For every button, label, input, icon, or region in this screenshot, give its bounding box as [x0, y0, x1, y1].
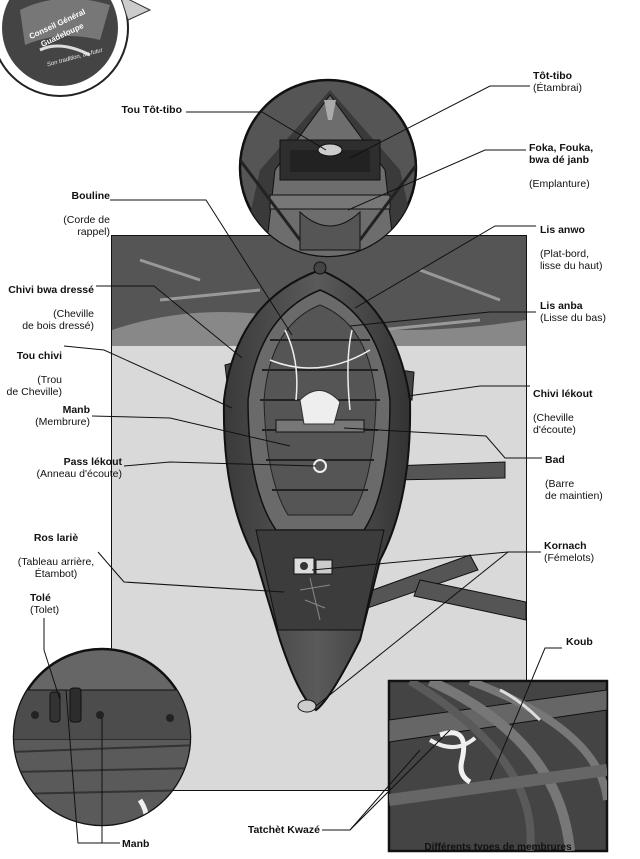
label-differents-types: Différents types de membrures [389, 842, 607, 854]
label-title: Lis anwo [540, 224, 585, 236]
leader-tou-chivi [63, 345, 233, 409]
leader-bad [343, 427, 542, 459]
label-kornach: Kornach (Fémelots) [544, 540, 638, 564]
label-ros-larie: Ros lariè (Tableau arrière, Étambot) [0, 520, 112, 592]
label-subtitle: (Tolet) [30, 604, 60, 616]
label-subtitle: (Membrure) [35, 416, 90, 428]
label-subtitle: (Corde de rappel) [63, 214, 110, 238]
label-title: Tôt-tibo [533, 70, 573, 82]
label-title: Koub [566, 636, 593, 648]
leader-lines [43, 85, 562, 844]
label-subtitle: (Lisse du bas) [540, 312, 606, 324]
leader-tou-tot-tibo [186, 111, 327, 151]
label-subtitle: (Cheville d'écoute) [533, 412, 576, 436]
label-title: Tolé [30, 592, 51, 604]
leader-foka [347, 149, 526, 211]
top-inset [238, 78, 418, 258]
leader-pass-lekout [123, 461, 317, 467]
leader-chivi-lekout [407, 385, 530, 397]
leader-lis-anwo [354, 225, 536, 309]
leader-bouline [110, 199, 293, 336]
label-manb-bottom: Manb [122, 838, 182, 850]
label-subtitle: (Étambrai) [533, 82, 583, 94]
label-pass-lekout: Pass lékout (Anneau d'écoute) [0, 456, 122, 480]
label-bouline: Bouline (Corde de rappel) [10, 178, 110, 250]
label-title: Kornach [544, 540, 587, 552]
label-subtitle: (Cheville de bois dressé) [22, 308, 94, 332]
leader-manb-bottom-2 [65, 689, 102, 844]
label-subtitle: (Plat-bord, lisse du haut) [540, 248, 603, 272]
leader-tole [43, 618, 61, 701]
label-lis-anba: Lis anba (Lisse du bas) [540, 300, 638, 324]
label-subtitle: (Fémelots) [544, 552, 595, 564]
label-bad: Bad (Barre de maintien) [545, 442, 637, 514]
label-title: Différents types de membrures [424, 842, 572, 853]
label-manb: Manb (Membrure) [0, 404, 90, 428]
leader-ros-larie [97, 551, 285, 593]
logo [0, 0, 152, 97]
label-title: Bad [545, 454, 565, 466]
leader-lis-anba [349, 311, 536, 327]
label-tot-tibo: Tôt-tibo (Étambrai) [533, 70, 637, 94]
label-subtitle: (Tableau arrière, Étambot) [17, 556, 95, 580]
label-title: Manb [62, 404, 90, 416]
label-tou-tot-tibo: Tou Tôt-tibo [40, 104, 182, 116]
label-title: Tou Tôt-tibo [121, 104, 182, 116]
label-title: Tou chivi [16, 350, 62, 362]
label-title: Pass lékout [63, 456, 122, 468]
label-subtitle: (Emplanture) [529, 178, 590, 190]
label-subtitle: (Anneau d'écoute) [36, 468, 122, 480]
label-title: Lis anba [540, 300, 583, 312]
label-title: Tatchèt Kwazé [247, 824, 320, 836]
leader-tot-tibo [349, 85, 530, 159]
label-lis-anwo: Lis anwo (Plat-bord, lisse du haut) [540, 212, 638, 284]
label-foka: Foka, Fouka, bwa dé janb (Emplanture) [529, 130, 637, 202]
label-tou-chivi: Tou chivi (Trou de Cheville) [0, 338, 62, 410]
leader-kornach-2 [315, 551, 541, 707]
label-title: Ros lariè [33, 532, 79, 544]
label-chivi-bwa-dresse: Chivi bwa dressé (Cheville de bois dress… [0, 272, 94, 344]
label-subtitle: (Trou de Cheville) [6, 374, 62, 398]
label-title: Foka, Fouka, bwa dé janb [529, 142, 594, 166]
label-title: Chivi bwa dressé [8, 284, 94, 296]
leader-manb [91, 415, 291, 447]
bottom-right-inset [387, 679, 609, 853]
label-tatchet-kwaze: Tatchèt Kwazé [180, 824, 320, 836]
label-tole: Tolé (Tolet) [30, 592, 100, 616]
leader-tatchet-2 [349, 729, 451, 831]
hull [222, 261, 412, 713]
label-koub: Koub [566, 636, 626, 648]
label-subtitle: (Barre de maintien) [545, 478, 603, 502]
leader-koub [489, 647, 562, 781]
label-title: Chivi lékout [533, 388, 593, 400]
label-chivi-lekout: Chivi lékout (Cheville d'écoute) [533, 376, 637, 448]
leader-chivi-bwa [96, 285, 243, 359]
label-title: Bouline [71, 190, 111, 202]
label-title: Manb [122, 838, 150, 850]
